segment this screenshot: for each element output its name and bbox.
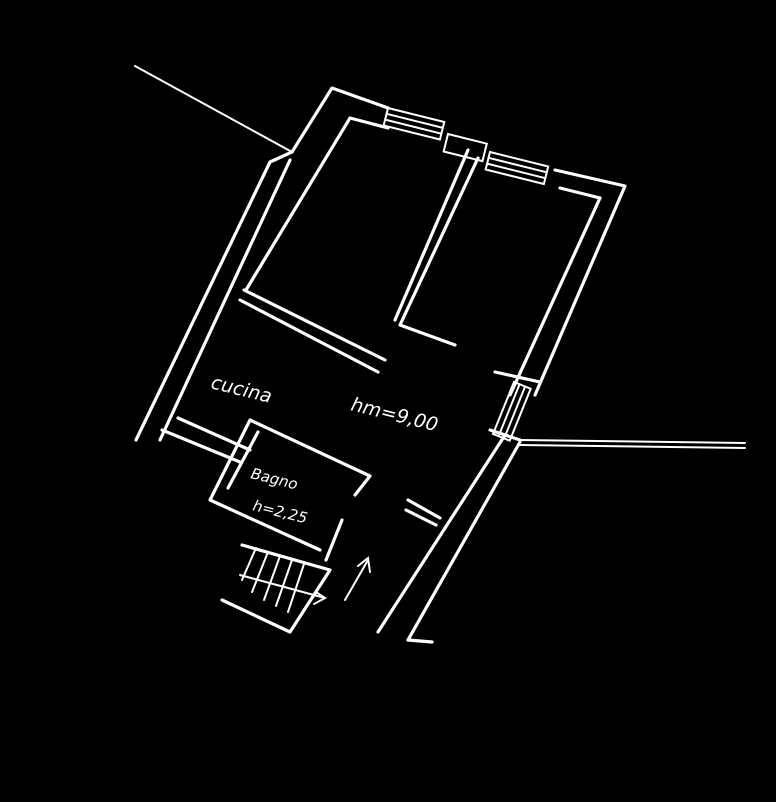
bathroom-label: Bagno [249,464,300,493]
right-window [488,370,542,442]
entry-arrow-icon [344,556,371,601]
site-boundary-lines [134,65,746,449]
bathroom-walls [208,418,372,562]
kitchen-label: cucina [209,372,274,408]
inner-walls [158,116,602,464]
outer-walls [134,86,627,644]
top-windows [382,106,550,186]
stairs [220,543,332,634]
kitchen-height-label: hm=9,00 [349,394,440,437]
interior-partitions [238,148,480,527]
